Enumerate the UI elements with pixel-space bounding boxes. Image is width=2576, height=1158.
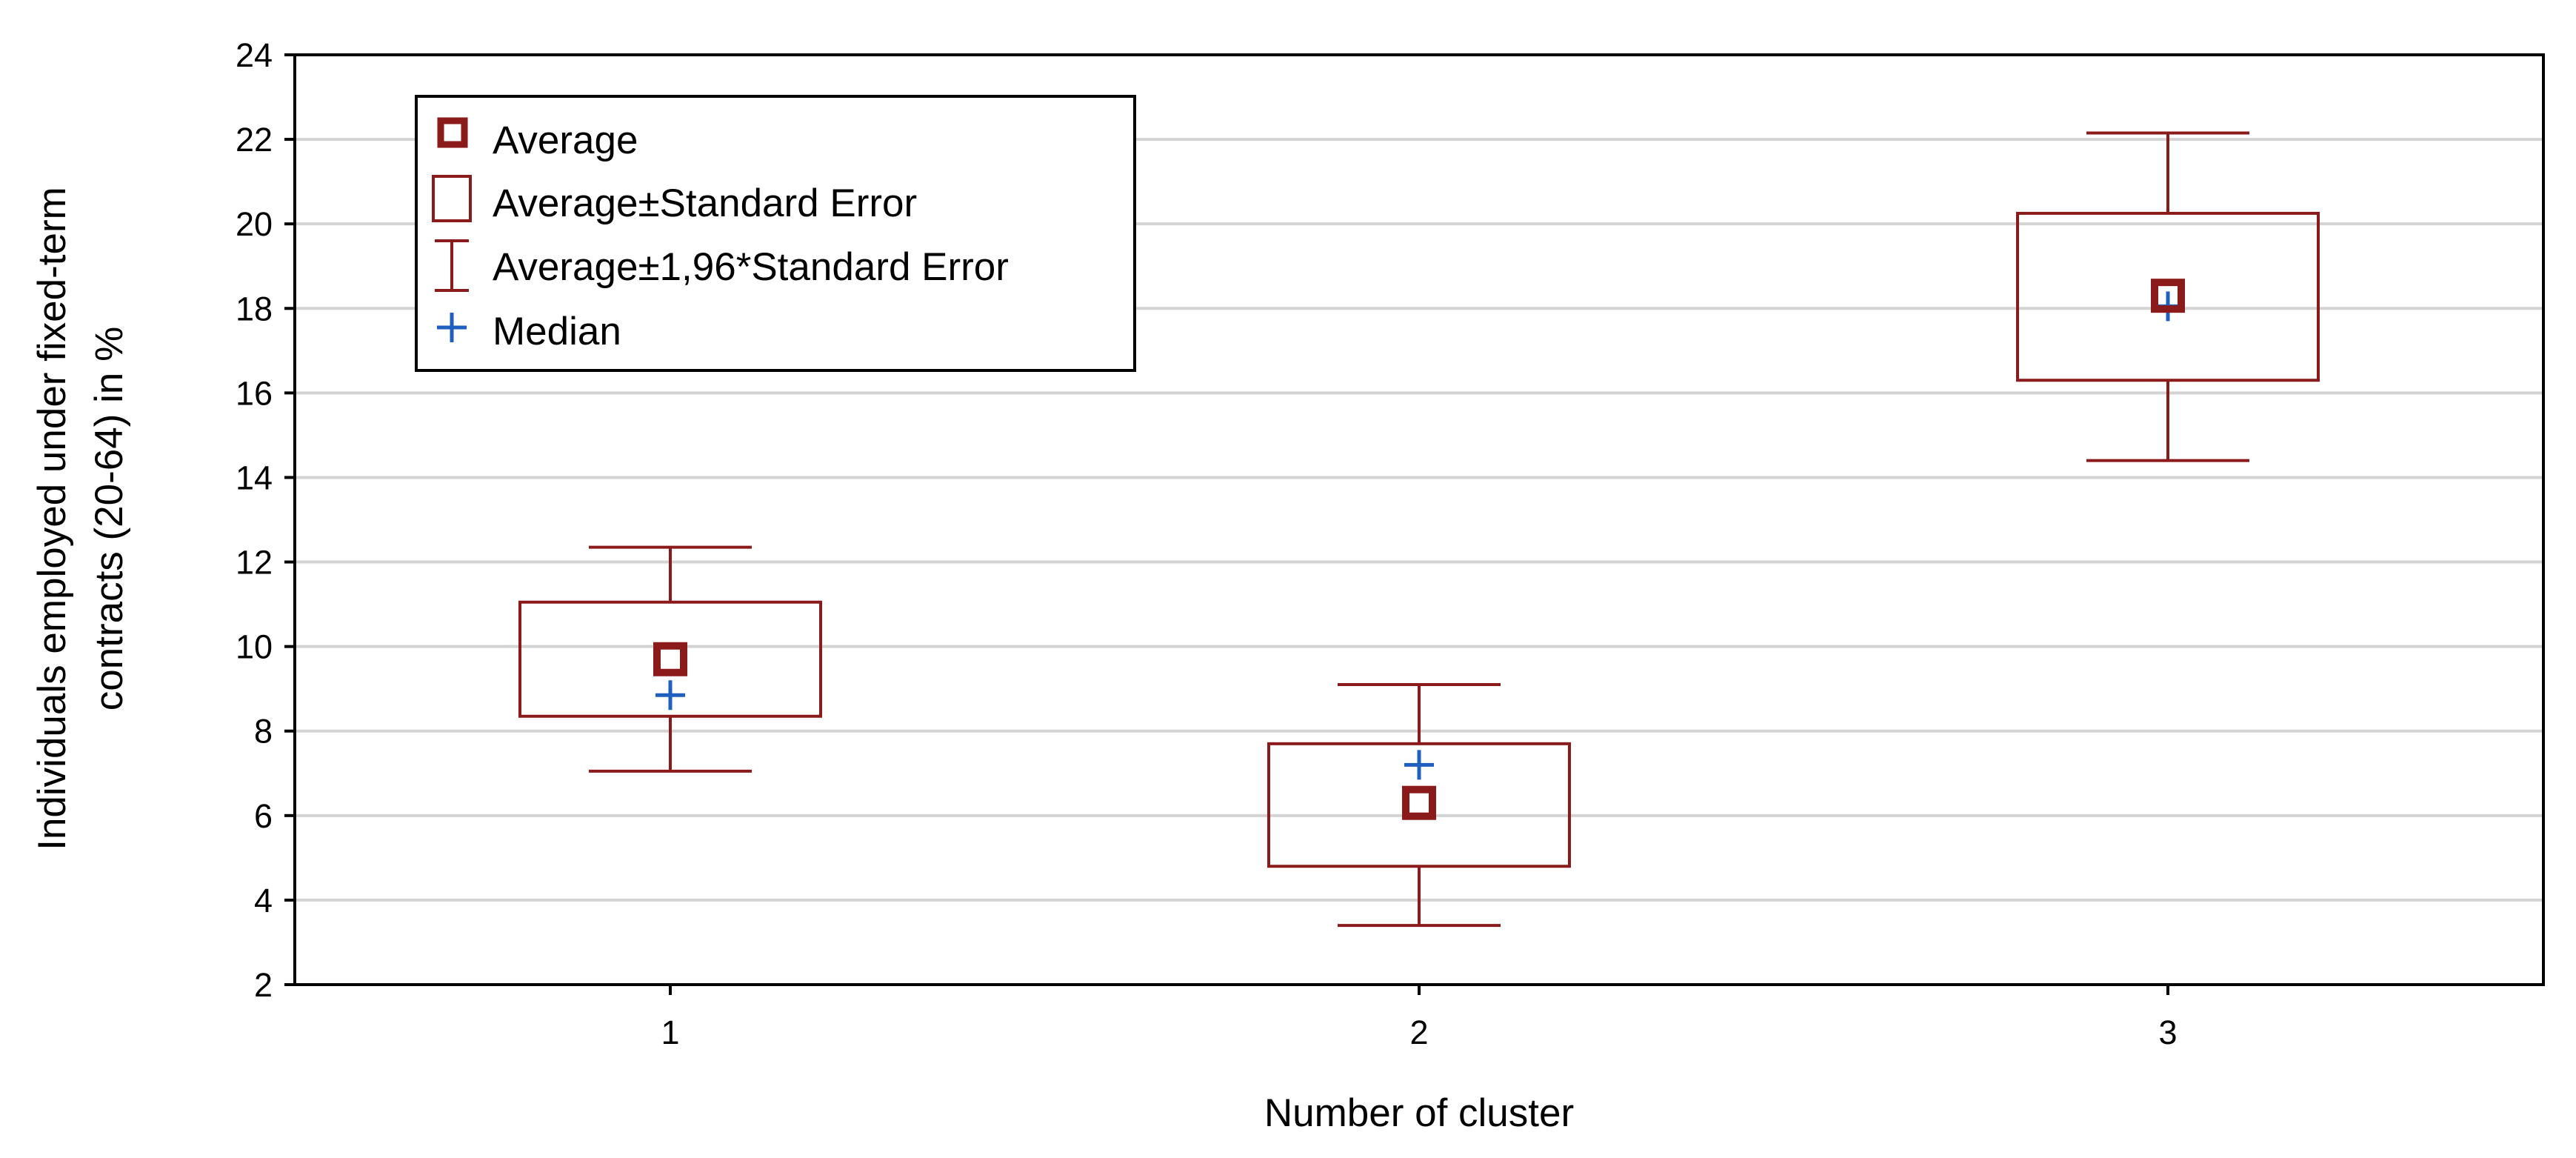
standard-error-box — [1267, 742, 1571, 868]
average-marker — [2151, 279, 2185, 313]
y-tick-label: 4 — [254, 882, 273, 919]
y-tick-label: 16 — [236, 374, 273, 412]
legend-frame — [415, 95, 1136, 372]
y-tick-label: 18 — [236, 290, 273, 327]
x-axis-title: Number of cluster — [1264, 1091, 1574, 1135]
y-tick-label: 12 — [236, 544, 273, 582]
y-tick-label: 10 — [236, 628, 273, 666]
legend-ci-marker — [435, 239, 469, 292]
x-tick-label: 3 — [2158, 1014, 2177, 1051]
average-marker — [653, 642, 687, 676]
legend-average-label: Average — [493, 119, 638, 162]
legend-median-label: Median — [493, 310, 621, 353]
legend-median-marker — [437, 313, 467, 342]
y-tick-label: 20 — [236, 205, 273, 243]
legend-se-marker — [432, 175, 472, 222]
standard-error-box — [2016, 211, 2320, 382]
cluster-3-box — [2016, 131, 2320, 462]
y-tick-label: 22 — [236, 121, 273, 159]
cluster-2-box — [1267, 682, 1571, 928]
cluster-1-box — [518, 545, 822, 773]
x-axis: 1 2 3 — [661, 985, 2178, 1051]
average-marker — [1402, 785, 1436, 820]
y-tick-label: 2 — [254, 966, 273, 1004]
y-tick-label: 8 — [254, 713, 273, 751]
y-axis-title-line-2: contracts (20-64) in % — [87, 327, 131, 711]
legend-ci-label: Average±1,96*Standard Error — [493, 245, 1009, 289]
plot-series — [518, 131, 2320, 928]
y-axis-title-line-1: Individuals employed under fixed-term — [30, 187, 74, 851]
y-axis-title: Individuals employed under fixed-term co… — [30, 187, 131, 851]
y-tick-label: 6 — [254, 797, 273, 835]
x-tick-label: 1 — [661, 1014, 679, 1051]
legend: Average Average±Standard Error Average±1… — [415, 95, 1136, 372]
legend-average-marker — [437, 117, 468, 148]
y-tick-label: 24 — [236, 36, 273, 74]
y-tick-label: 14 — [236, 459, 273, 496]
x-tick-label: 2 — [1409, 1014, 1428, 1051]
legend-se-label: Average±Standard Error — [493, 182, 917, 225]
standard-error-box — [518, 600, 822, 718]
